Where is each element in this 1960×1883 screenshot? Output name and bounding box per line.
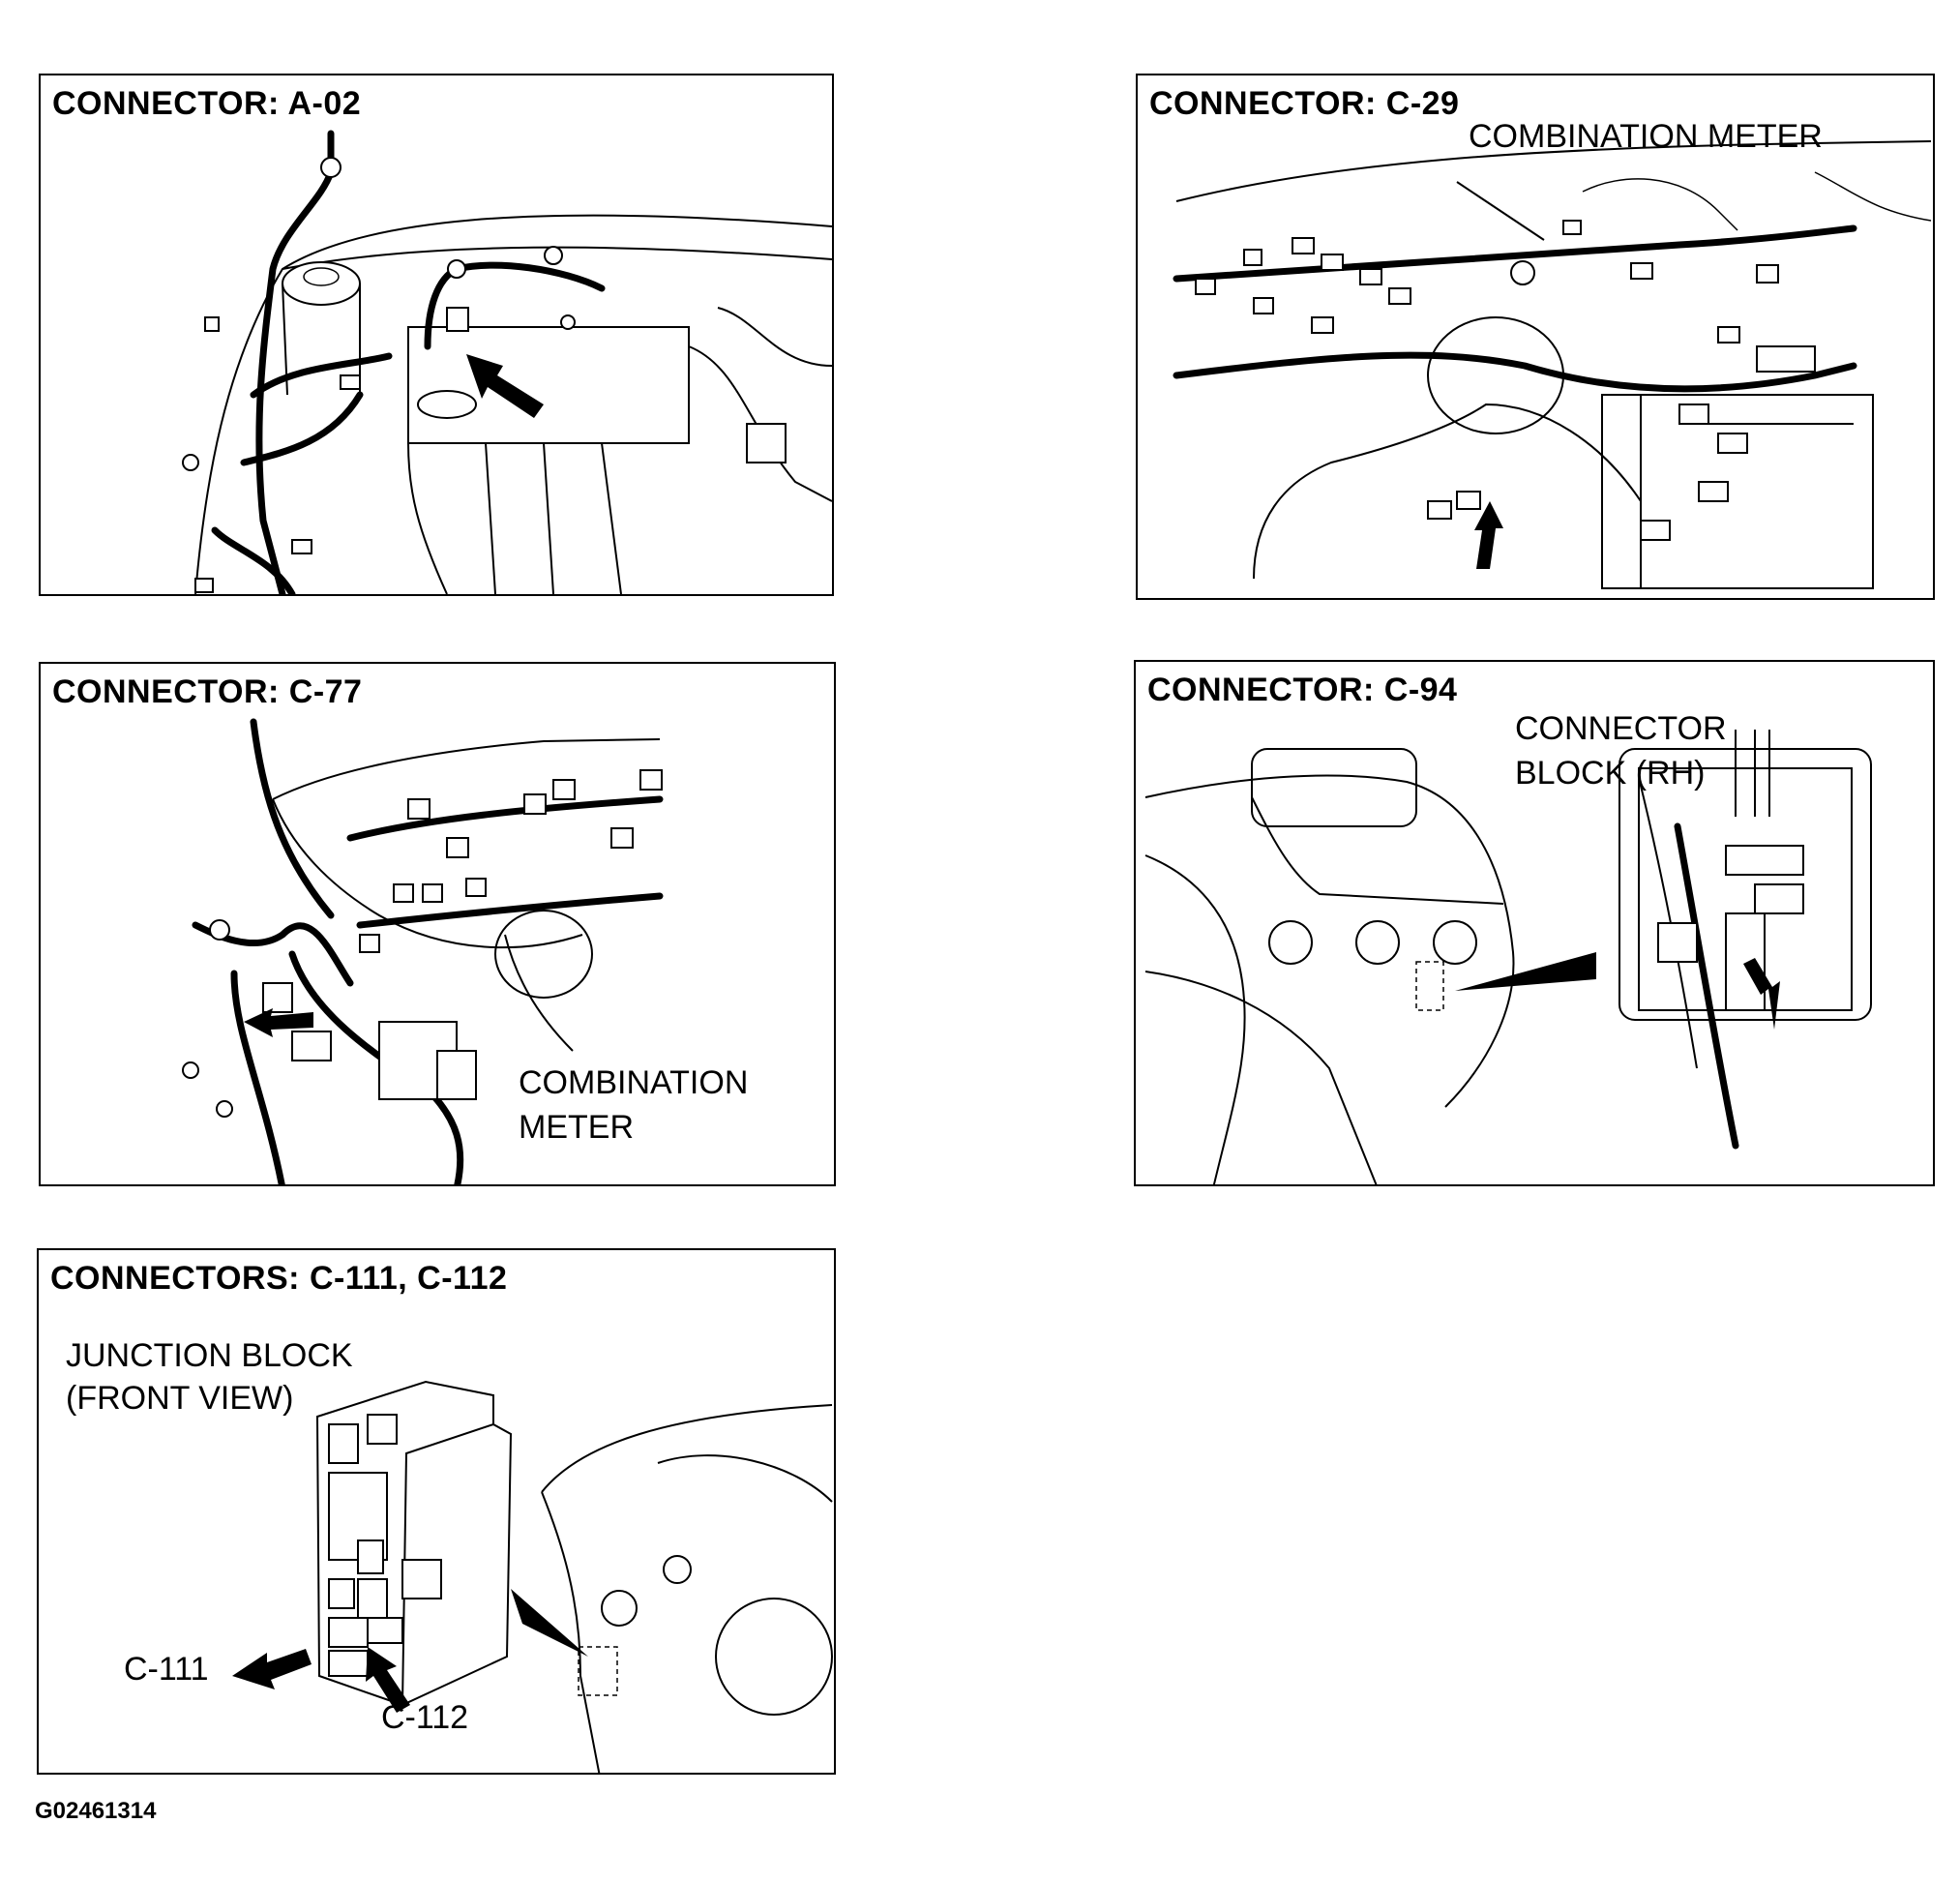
panel-title: CONNECTOR: C-29: [1149, 85, 1460, 122]
black-arrow-icon: [366, 1647, 410, 1713]
triangle-pointer-icon: [511, 1589, 588, 1657]
panel-title: CONNECTOR: C-94: [1147, 672, 1458, 708]
connector-block-label: BLOCK (RH): [1515, 755, 1706, 792]
combination-meter-label: METER: [519, 1109, 634, 1146]
combination-meter-label: COMBINATION: [519, 1064, 749, 1101]
connector-block-label: CONNECTOR: [1515, 710, 1727, 747]
junction-block-label: (FRONT VIEW): [66, 1380, 294, 1417]
figure-id: G02461314: [35, 1798, 157, 1824]
junction-block-drawing: [232, 1380, 833, 1773]
panel-connector-c94: CONNECTOR: C-94 CONNECTOR BLOCK (RH): [1134, 660, 1935, 1186]
junction-block-label: JUNCTION BLOCK: [66, 1337, 353, 1374]
dashboard-harness-drawing: [182, 718, 664, 1184]
dashboard-harness-drawing: [1173, 140, 1932, 589]
panel-title: CONNECTOR: A-02: [52, 85, 362, 122]
black-arrow-icon: [1474, 501, 1503, 569]
panel-connectors-c111-c112: CONNECTORS: C-111, C-112 JUNCTION BLOCK …: [37, 1248, 836, 1775]
panel-title: CONNECTORS: C-111, C-112: [50, 1260, 508, 1297]
black-arrow-icon: [466, 354, 544, 418]
black-arrow-icon: [1743, 958, 1780, 1030]
panel-title: CONNECTOR: C-77: [52, 673, 363, 710]
black-arrow-icon: [232, 1649, 312, 1689]
c111-label: C-111: [124, 1651, 209, 1688]
panel-connector-c29: CONNECTOR: C-29 COMBINATION METER: [1136, 74, 1935, 600]
black-arrow-icon: [244, 1008, 313, 1037]
panel-connector-c77: CONNECTOR: C-77 COMBINATION METER: [39, 662, 836, 1186]
combination-meter-label: COMBINATION METER: [1469, 118, 1823, 155]
dashboard-connector-block-drawing: [1144, 730, 1872, 1184]
triangle-pointer-icon: [1455, 952, 1596, 991]
engine-bay-drawing: [182, 130, 832, 594]
panel-connector-a02: CONNECTOR: A-02: [39, 74, 834, 596]
c112-label: C-112: [381, 1699, 469, 1736]
